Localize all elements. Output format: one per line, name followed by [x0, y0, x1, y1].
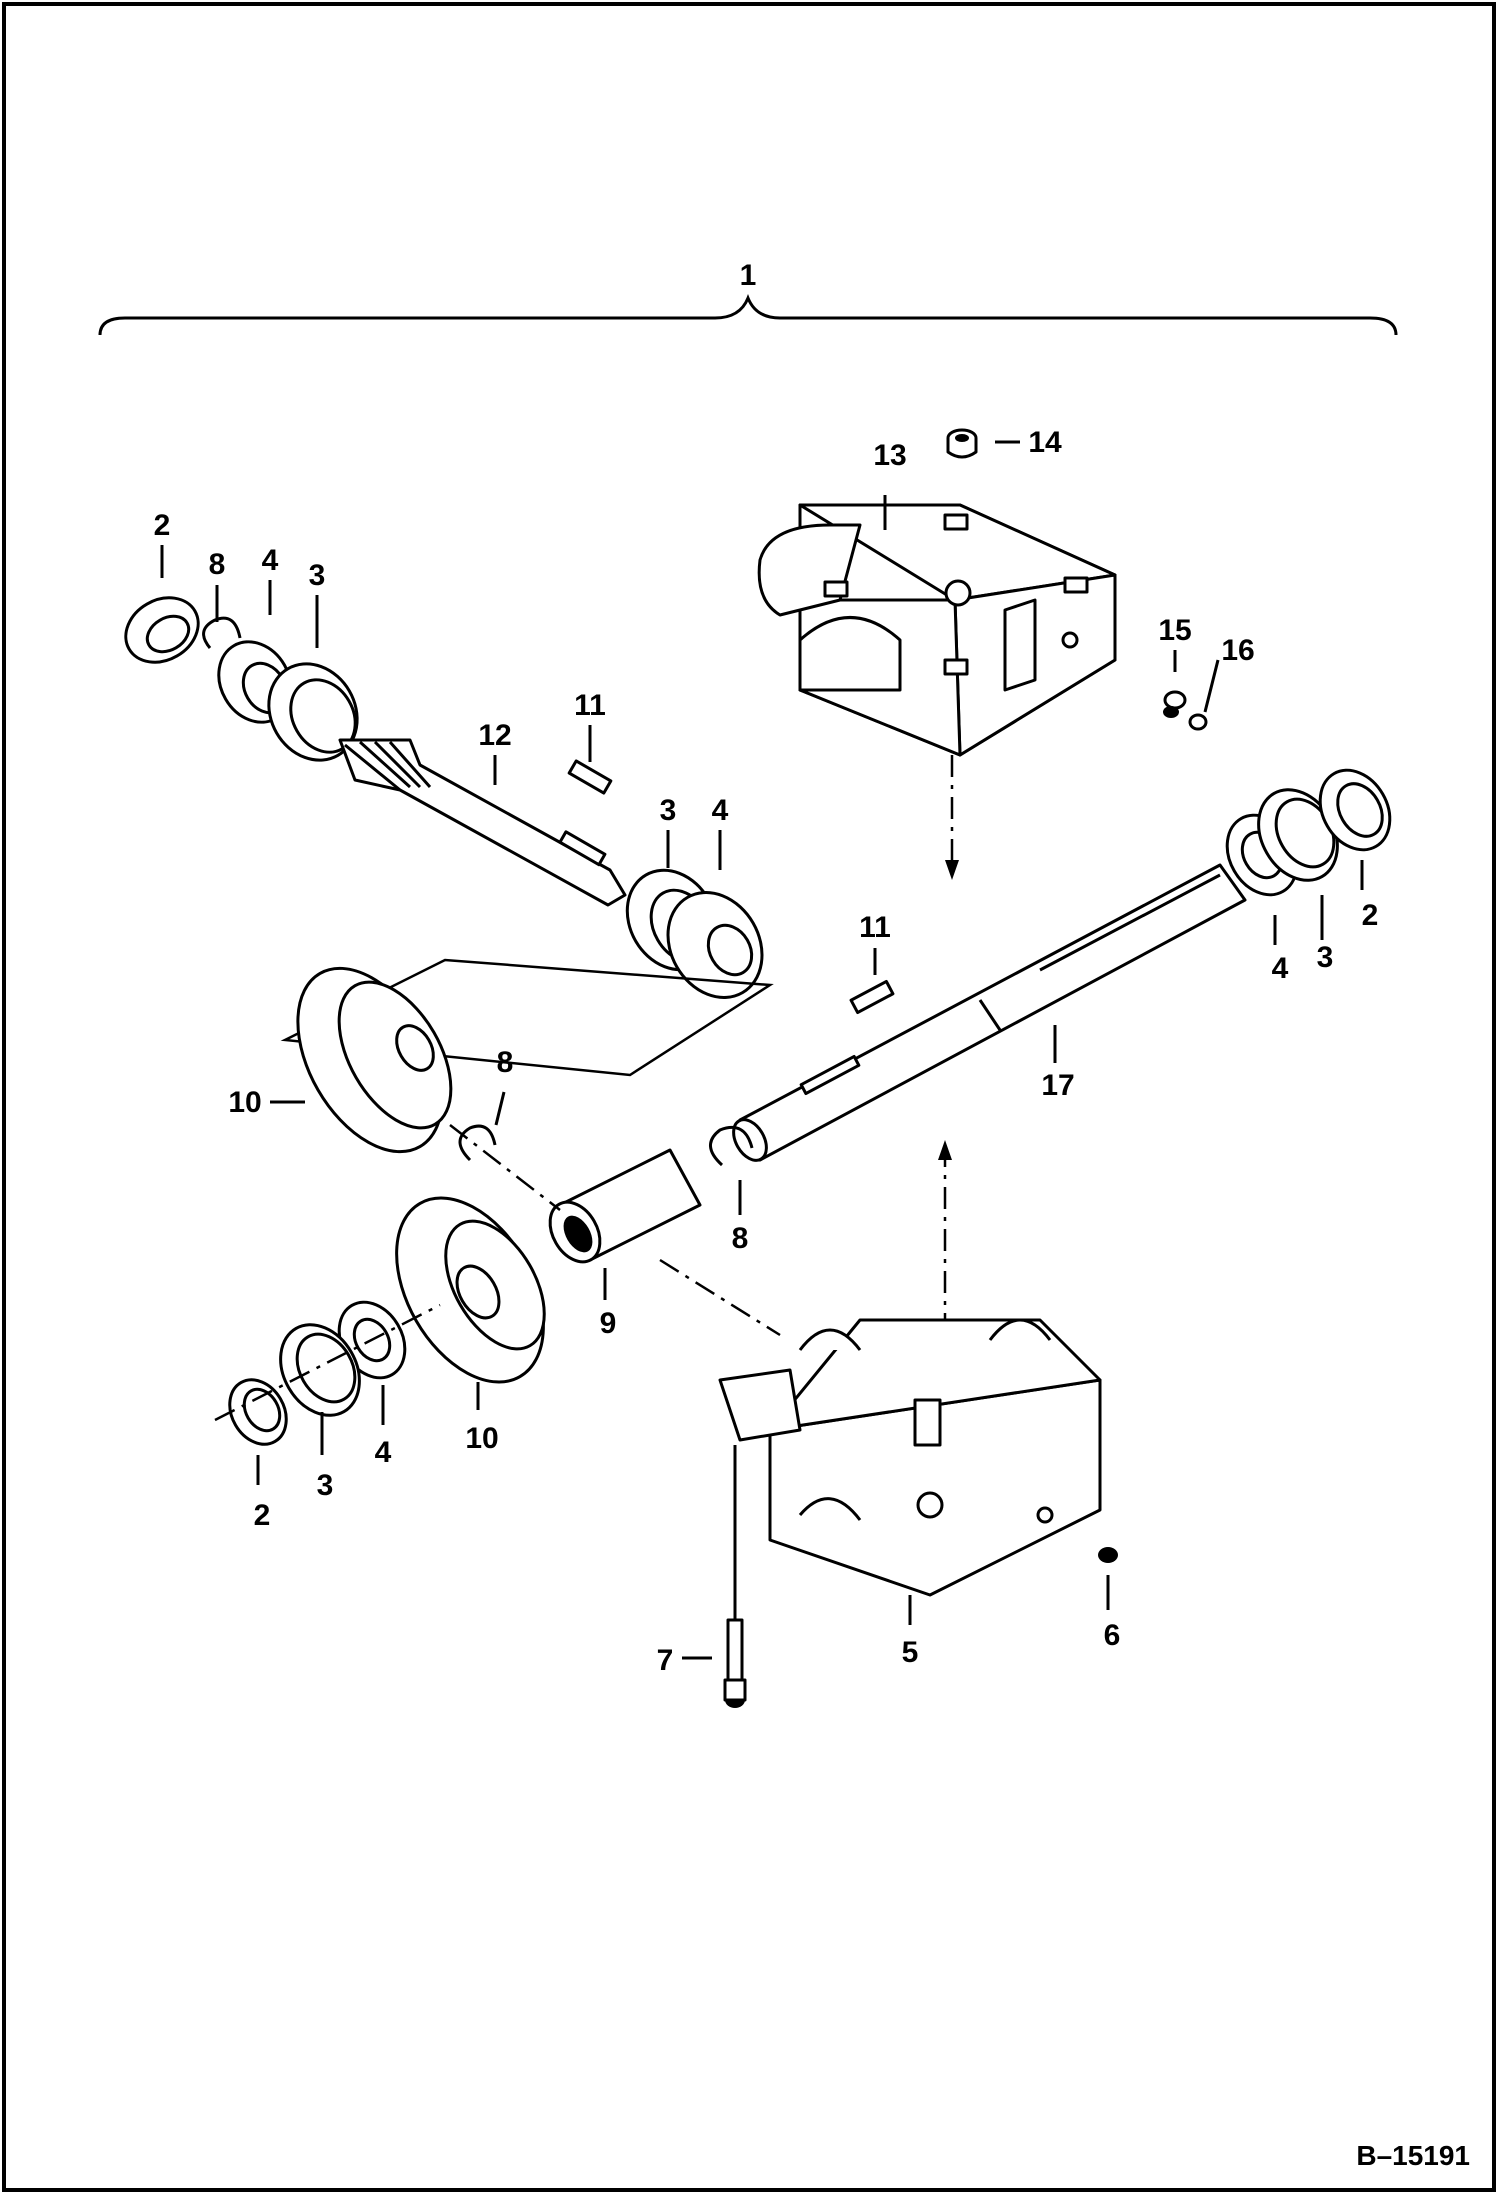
- callout-10-a: 10: [228, 1086, 261, 1119]
- right-seal: [1318, 768, 1392, 852]
- callout-4-b: 4: [712, 794, 729, 827]
- upper-left-seal: [124, 596, 200, 664]
- callout-13: 13: [873, 439, 906, 472]
- callout-11-a: 11: [574, 689, 606, 722]
- callout-2-c: 2: [254, 1499, 271, 1532]
- upper-bevel-gear: [296, 966, 453, 1154]
- callout-9: 9: [600, 1307, 617, 1340]
- right-bearing-cup: [1257, 788, 1339, 882]
- callout-1: 1: [740, 259, 757, 292]
- callout-11-b: 11: [859, 911, 891, 944]
- lower-housing: [718, 1318, 1102, 1597]
- callout-3-d: 3: [317, 1469, 334, 1502]
- fill-plug: [1163, 690, 1208, 731]
- gear-centerline-lower: [214, 1258, 781, 1422]
- callout-3-c: 3: [1317, 941, 1334, 974]
- callout-16: 16: [1221, 634, 1254, 667]
- callout-3-b: 3: [660, 794, 677, 827]
- capscrew: [723, 1618, 747, 1708]
- callout-4-c: 4: [1272, 952, 1289, 985]
- callout-3-a: 3: [309, 559, 326, 592]
- callout-4-a: 4: [262, 544, 279, 577]
- callout-2-a: 2: [154, 509, 171, 542]
- callout-2-b: 2: [1362, 899, 1379, 932]
- callout-15: 15: [1158, 614, 1191, 647]
- callout-17: 17: [1041, 1069, 1074, 1102]
- assembly-brace: [98, 293, 1398, 336]
- upper-housing: [757, 503, 1117, 757]
- figure-id: B–15191: [1356, 2140, 1470, 2171]
- callout-12: 12: [478, 719, 511, 752]
- input-shaft: [338, 738, 627, 907]
- lower-bevel-gear: [395, 1196, 546, 1384]
- housing-arrow: [945, 860, 959, 880]
- callout-8-c: 8: [732, 1222, 749, 1255]
- lower-arrow: [938, 1140, 952, 1160]
- callout-7: 7: [657, 1644, 674, 1677]
- leader-lines: [160, 440, 1364, 1660]
- retaining-ring-gear: [458, 1124, 497, 1162]
- spacer-tube: [548, 1148, 702, 1264]
- callout-labels: 2 8 4 3 12 11 3 4 13 14 15 16 2 3 4 11 1…: [154, 426, 1379, 1677]
- lower-housing-plug: [1098, 1547, 1118, 1563]
- callout-4-d: 4: [375, 1436, 392, 1469]
- callout-5: 5: [902, 1636, 919, 1669]
- lower-bearing-cup: [279, 1323, 361, 1417]
- phantom-box: [280, 958, 774, 1077]
- upper-left-retaining-ring: [202, 616, 242, 649]
- breather-plug: [946, 428, 978, 459]
- key-upper: [567, 759, 613, 795]
- output-shaft: [732, 863, 1247, 1162]
- callout-6: 6: [1104, 1619, 1121, 1652]
- upper-left-bearing-cup: [267, 662, 359, 762]
- upper-right-bearing-cone: [666, 891, 764, 999]
- gear-centerline-upper: [449, 1124, 561, 1211]
- callout-8-b: 8: [497, 1046, 514, 1079]
- callout-14: 14: [1028, 426, 1062, 459]
- callout-10-b: 10: [465, 1422, 498, 1455]
- retaining-ring-shaft: [709, 1125, 754, 1167]
- key-lower: [849, 979, 895, 1015]
- callout-8-a: 8: [209, 548, 226, 581]
